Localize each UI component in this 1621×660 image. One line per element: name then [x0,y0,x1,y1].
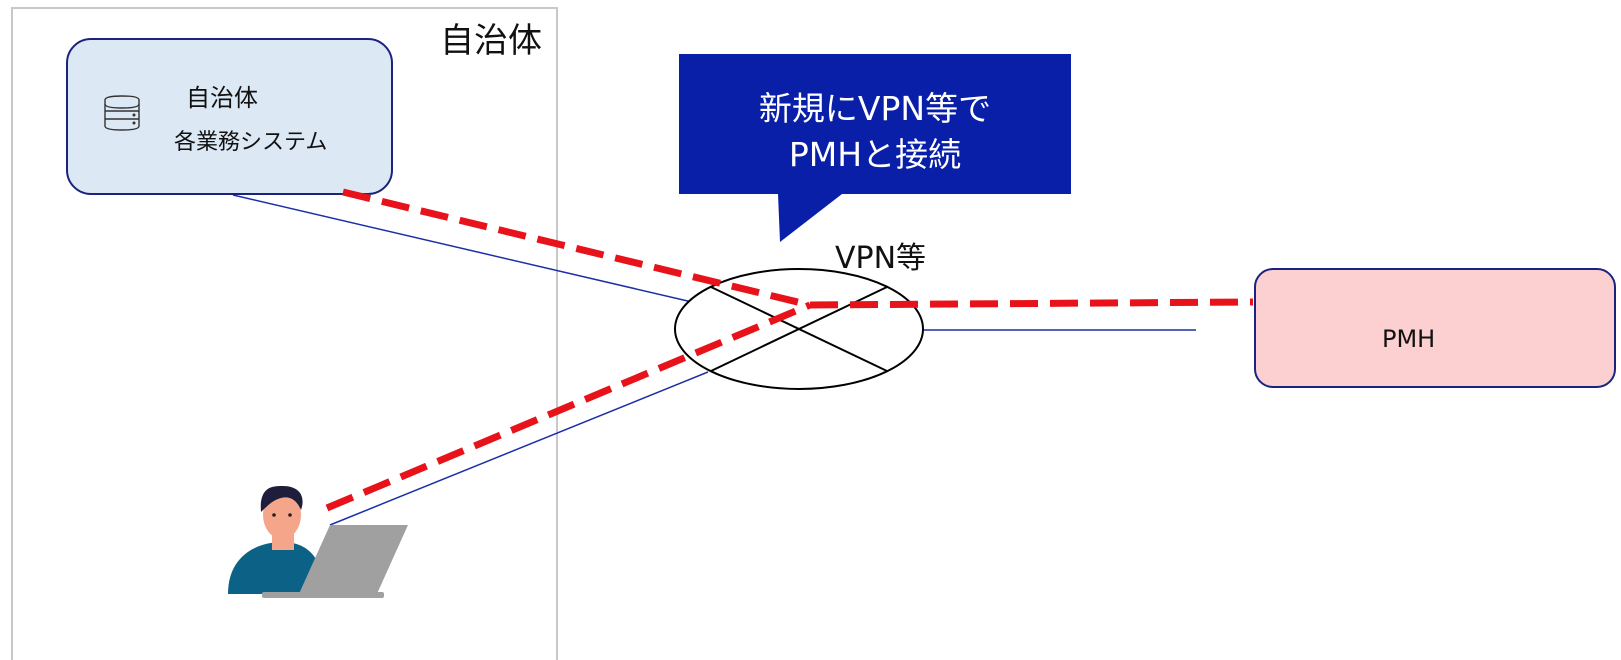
user-with-laptop-icon [228,486,408,598]
link-system-to-vpn [232,194,693,303]
vpn-label: VPN等 [835,241,927,276]
callout-text: 新規にVPN等で PMHと接続 [679,86,1071,178]
municipality-system-subtitle: 各業務システム [174,130,328,155]
vpn-node [674,268,924,390]
municipality-system-box [66,38,393,195]
highlighted-new-connection [325,188,1254,512]
municipality-zone-boundary [11,7,558,660]
database-icon [104,95,140,131]
pmh-label: PMH [1382,325,1436,353]
pmh-box [1254,268,1616,388]
callout-line-2: PMHと接続 [788,135,962,174]
callout-line-1: 新規にVPN等で [758,89,992,128]
municipality-zone-label: 自治体 [440,21,542,61]
link-laptop-to-vpn [329,371,709,526]
municipality-system-title: 自治体 [186,84,258,112]
callout-bubble [679,54,1071,242]
